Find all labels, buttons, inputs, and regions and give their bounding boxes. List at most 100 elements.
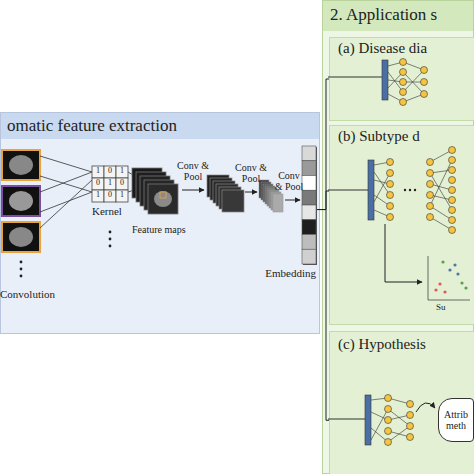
neural-network: [328, 419, 365, 420]
input-image: [2, 186, 40, 216]
neural-network: [403, 62, 424, 70]
scatter-chart: [434, 288, 437, 291]
feature-map-stack: [259, 180, 283, 212]
kernel-line: [40, 192, 92, 212]
neural-network: [328, 395, 435, 446]
input-image: [9, 227, 33, 247]
neural-network: [382, 60, 388, 100]
neural-network: [371, 398, 388, 400]
scatter-chart: [441, 260, 444, 263]
scatter-chart: [428, 256, 429, 300]
panel-title: 2. Application s: [323, 1, 473, 31]
neural-network: [388, 94, 403, 102]
method-box: Attrib meth: [438, 398, 474, 442]
feature-map-stack: [273, 194, 283, 212]
feature-map-stack: [267, 188, 277, 206]
feature-map-stack: [132, 168, 162, 198]
neural-network: [407, 412, 414, 419]
panel-title: (c) Hypothesis: [330, 332, 474, 357]
neural-network: [421, 79, 428, 86]
neural-network: [407, 423, 414, 430]
feature-map-stack: [219, 187, 241, 209]
neural-network: [387, 192, 394, 199]
feature-map-stack: [261, 182, 271, 200]
scatter-chart: [460, 281, 463, 284]
kernel-grid: [92, 178, 104, 190]
neural-network: [430, 173, 452, 210]
neural-network: [414, 189, 416, 191]
neural-network: [388, 426, 410, 442]
input-image: [20, 261, 23, 264]
neural-network: [430, 150, 452, 162]
neural-network: [409, 189, 411, 191]
panel-title: (b) Subtype d: [330, 126, 474, 147]
panel-title: (a) Disease dia: [330, 38, 474, 59]
neural-network: [427, 203, 434, 210]
kernel-line: [40, 172, 92, 192]
kernel-grid: [104, 190, 116, 202]
application-panel: (b) Subtype d: [329, 125, 474, 325]
ellipsis-dots: [109, 231, 112, 248]
box-label: Attrib meth: [441, 409, 471, 432]
feature-map-stack: [132, 168, 178, 214]
embedding-cell: [302, 190, 316, 205]
feature-map-stack: [160, 192, 166, 198]
conv-arrow: [182, 190, 300, 200]
neural-network: [385, 439, 392, 446]
neural-network: [388, 62, 403, 66]
neural-network: [449, 177, 456, 184]
neural-network: [427, 170, 434, 177]
neural-network: [430, 206, 452, 220]
neural-network: [387, 159, 394, 166]
neural-network: [385, 406, 392, 413]
neural-network: [388, 72, 403, 92]
neural-network: [404, 189, 406, 191]
input-image: [9, 191, 33, 211]
embedding-cell: [302, 161, 316, 176]
neural-network: [449, 207, 456, 214]
neural-network: [374, 172, 390, 195]
neural-network: [400, 79, 407, 86]
kernel-line: [40, 180, 92, 228]
neural-network: [388, 415, 410, 420]
kernel-grid: [116, 190, 128, 202]
kernel-grid: [104, 178, 116, 190]
neural-network: [430, 170, 452, 173]
branch-line: [317, 210, 329, 421]
embedding-vector: Embedding: [303, 147, 317, 265]
scatter-chart: [428, 300, 470, 301]
scatter-chart: [448, 268, 451, 271]
neural-network: [430, 160, 452, 206]
neural-network: [449, 217, 456, 224]
input-image: [2, 222, 40, 252]
feature-map-stack: [210, 178, 232, 200]
neural-network: [388, 398, 410, 404]
neural-network: [388, 72, 403, 88]
feature-map-stack: [271, 192, 281, 210]
embedding-cell: [302, 235, 316, 250]
conv-arrow: [245, 192, 257, 193]
kernel-line: [128, 185, 150, 192]
neural-network: [427, 159, 434, 166]
kernel-grid: [116, 166, 128, 178]
application-panel: (c) HypothesisAttrib meth: [329, 331, 474, 474]
neural-network: [365, 395, 371, 445]
neural-network: [400, 69, 407, 76]
neural-network: [371, 409, 388, 440]
embedding-cell: [302, 249, 316, 264]
scatter-chart: [456, 272, 459, 275]
feature-map-stack: [144, 180, 174, 210]
neural-network: [374, 210, 390, 217]
neural-network: [371, 412, 388, 420]
neural-network: [449, 147, 456, 154]
neural-network: [388, 431, 410, 437]
kernel-line: [40, 156, 150, 228]
neural-network: [374, 180, 390, 184]
neural-network: [387, 170, 394, 177]
ellipsis-dots: [109, 245, 112, 248]
feature-map-stack: [216, 184, 238, 206]
neural-network: [407, 434, 414, 441]
vector-label: Embedding: [265, 267, 316, 279]
neural-network: [400, 99, 407, 106]
neural-network: [416, 403, 435, 412]
